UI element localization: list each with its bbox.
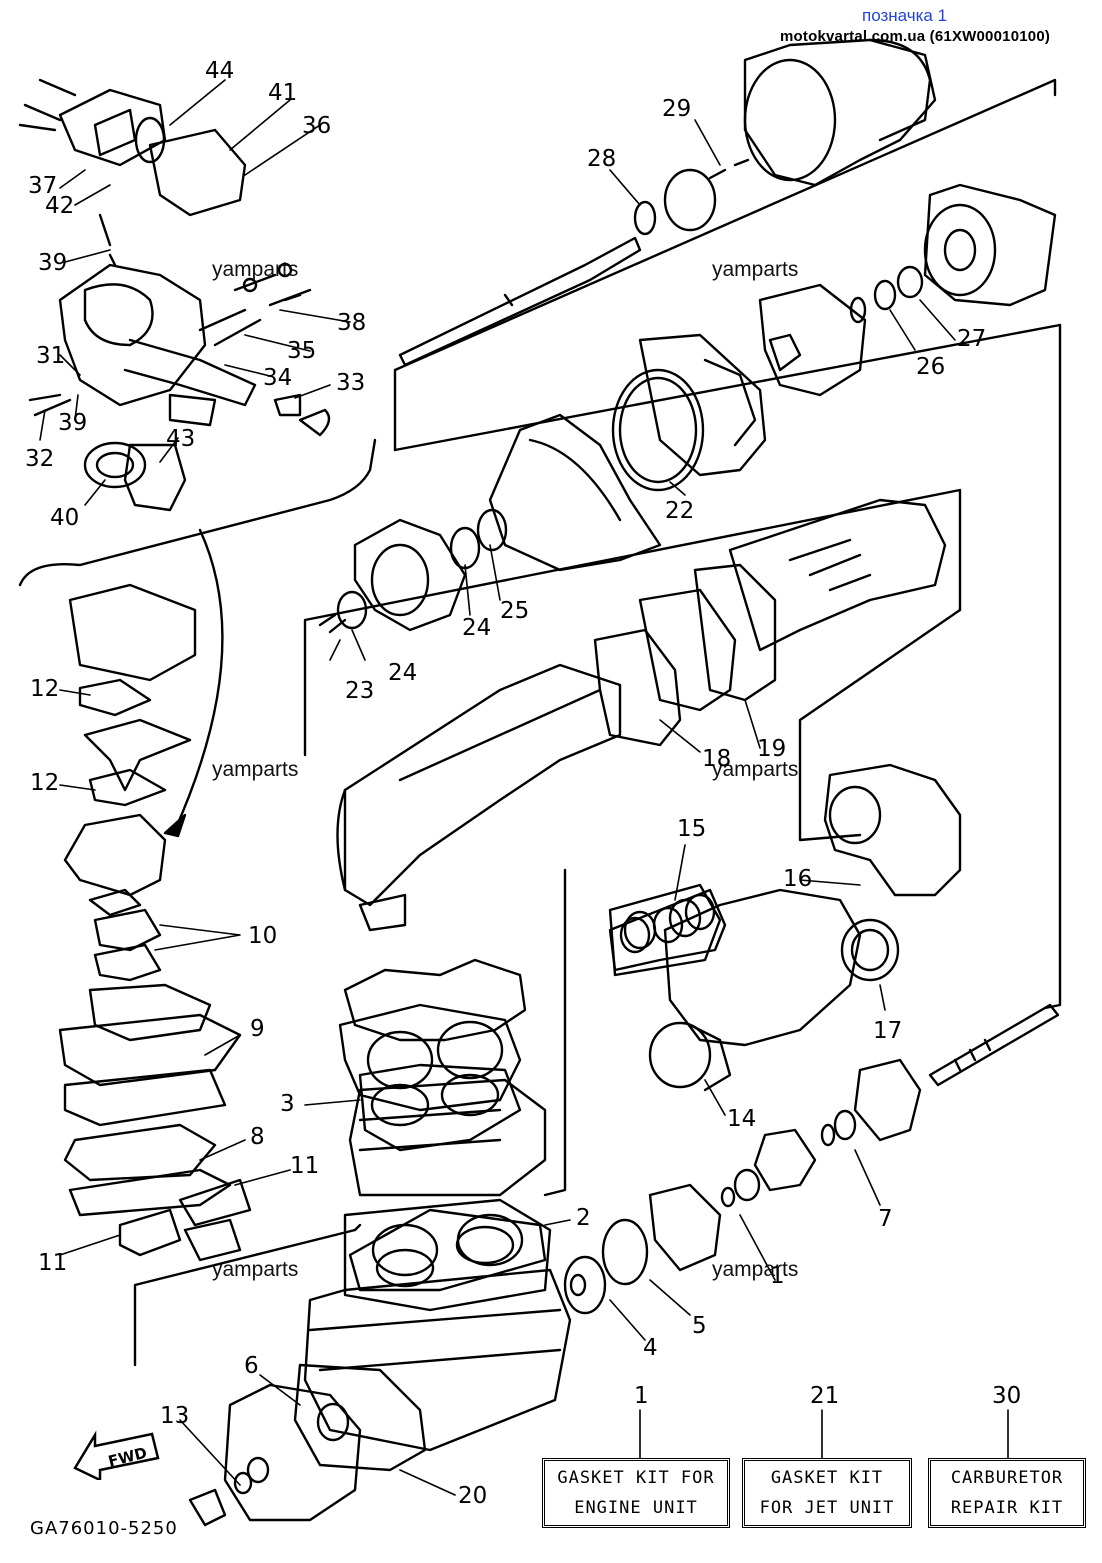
- jet-unit-boundary-4: [798, 608, 962, 842]
- kit-box-jet-gasket: GASKET KIT FOR JET UNIT: [742, 1458, 912, 1528]
- callout-10: 10: [248, 923, 278, 949]
- gasket-2: [348, 1208, 547, 1292]
- engine-group-boundary: [133, 1223, 362, 1367]
- jet-pump-assembly: [398, 38, 1057, 397]
- callout-1: 1: [770, 1263, 785, 1289]
- callout-7: 7: [878, 1206, 893, 1232]
- callout-26: 26: [916, 354, 946, 380]
- callout-13: 13: [160, 1403, 190, 1429]
- callout-25: 25: [500, 598, 530, 624]
- callout-12: 12: [30, 676, 60, 702]
- exhaust-elbow: [608, 763, 962, 1092]
- flow-arrow: [173, 528, 224, 832]
- kit-label-line2: ENGINE UNIT: [574, 1498, 698, 1518]
- callout-24-b: 24: [388, 660, 418, 686]
- callout-6: 6: [244, 1353, 259, 1379]
- callout-40: 40: [50, 505, 80, 531]
- engine-block: [303, 958, 572, 1452]
- leader-lines: [39, 79, 1009, 1496]
- watermark: yamparts: [212, 1258, 299, 1281]
- callout-24: 24: [462, 615, 492, 641]
- callout-18: 18: [702, 746, 732, 772]
- callout-27: 27: [957, 326, 987, 352]
- engine-group-boundary-2: [543, 868, 567, 1197]
- callout-kit-30: 30: [992, 1383, 1022, 1409]
- callout-41: 41: [268, 80, 298, 106]
- jet-unit-boundary-2: [393, 323, 1062, 452]
- drawing-code: GA76010-5250: [30, 1518, 178, 1539]
- watermark: yamparts: [212, 758, 299, 781]
- flywheel-cover: [188, 1363, 427, 1527]
- carburetor-group-outline: [18, 438, 377, 587]
- callout-9: 9: [250, 1016, 265, 1042]
- callout-34: 34: [263, 365, 293, 391]
- callout-23: 23: [345, 678, 375, 704]
- manifold-parts: [58, 583, 252, 1262]
- callout-19: 19: [757, 736, 787, 762]
- callout-11: 11: [290, 1153, 320, 1179]
- callout-36: 36: [302, 113, 332, 139]
- kit-box-carburetor-repair: CARBURETOR REPAIR KIT: [928, 1458, 1086, 1528]
- watermark: yamparts: [712, 1258, 799, 1281]
- callout-20: 20: [458, 1483, 488, 1509]
- kit-label-line1: GASKET KIT: [770, 1468, 884, 1488]
- callout-16: 16: [783, 866, 813, 892]
- callout-3: 3: [280, 1091, 295, 1117]
- callout-37: 37: [28, 173, 58, 199]
- gasket-3: [358, 1063, 522, 1152]
- jet-housing: [318, 333, 767, 634]
- forward-arrow-icon: FWD: [73, 1430, 160, 1480]
- callout-43: 43: [166, 426, 196, 452]
- callout-39: 39: [38, 250, 68, 276]
- callout-39-b: 39: [58, 410, 88, 436]
- callout-11-b: 11: [38, 1250, 68, 1276]
- callout-29: 29: [662, 96, 692, 122]
- source-reference: motokvartal.com.ua (61XW00010100): [780, 28, 1051, 45]
- callout-12-b: 12: [30, 770, 60, 796]
- callout-8: 8: [250, 1124, 265, 1150]
- callout-17: 17: [873, 1018, 903, 1044]
- flow-arrowhead: [163, 813, 187, 838]
- page-title: позначка 1: [862, 6, 948, 25]
- kit-label-line2: FOR JET UNIT: [759, 1498, 895, 1518]
- exhaust-assembly: [336, 498, 947, 932]
- gasket-15: [608, 888, 727, 972]
- jet-unit-boundary: [393, 78, 1057, 452]
- watermark: yamparts: [212, 258, 299, 281]
- callout-35: 35: [287, 338, 317, 364]
- callout-32: 32: [25, 446, 55, 472]
- callout-5: 5: [692, 1313, 707, 1339]
- kit-label-line1: CARBURETOR: [950, 1468, 1064, 1488]
- callout-33: 33: [336, 370, 366, 396]
- drive-shaft: [563, 1003, 1060, 1315]
- callout-44: 44: [205, 58, 235, 84]
- jet-unit-boundary-3: [303, 488, 962, 757]
- callout-38: 38: [337, 310, 367, 336]
- callout-31: 31: [36, 343, 66, 369]
- carburetor-assembly: [18, 78, 331, 512]
- kit-label-line2: REPAIR KIT: [950, 1498, 1064, 1518]
- callout-2: 2: [576, 1205, 591, 1231]
- callout-14: 14: [727, 1106, 757, 1132]
- watermark: yamparts: [712, 758, 799, 781]
- watermark: yamparts: [712, 258, 799, 281]
- callout-28: 28: [587, 146, 617, 172]
- kit-label-line1: GASKET KIT FOR: [557, 1468, 715, 1488]
- callout-15: 15: [677, 816, 707, 842]
- jet-unit-boundary-5: [1043, 323, 1062, 1010]
- callout-42: 42: [45, 193, 75, 219]
- callout-kit-21: 21: [810, 1383, 840, 1409]
- callout-4: 4: [643, 1335, 658, 1361]
- kit-box-engine-gasket: GASKET KIT FOR ENGINE UNIT: [542, 1458, 730, 1528]
- callout-kit-1: 1: [634, 1383, 649, 1409]
- callout-22: 22: [665, 498, 695, 524]
